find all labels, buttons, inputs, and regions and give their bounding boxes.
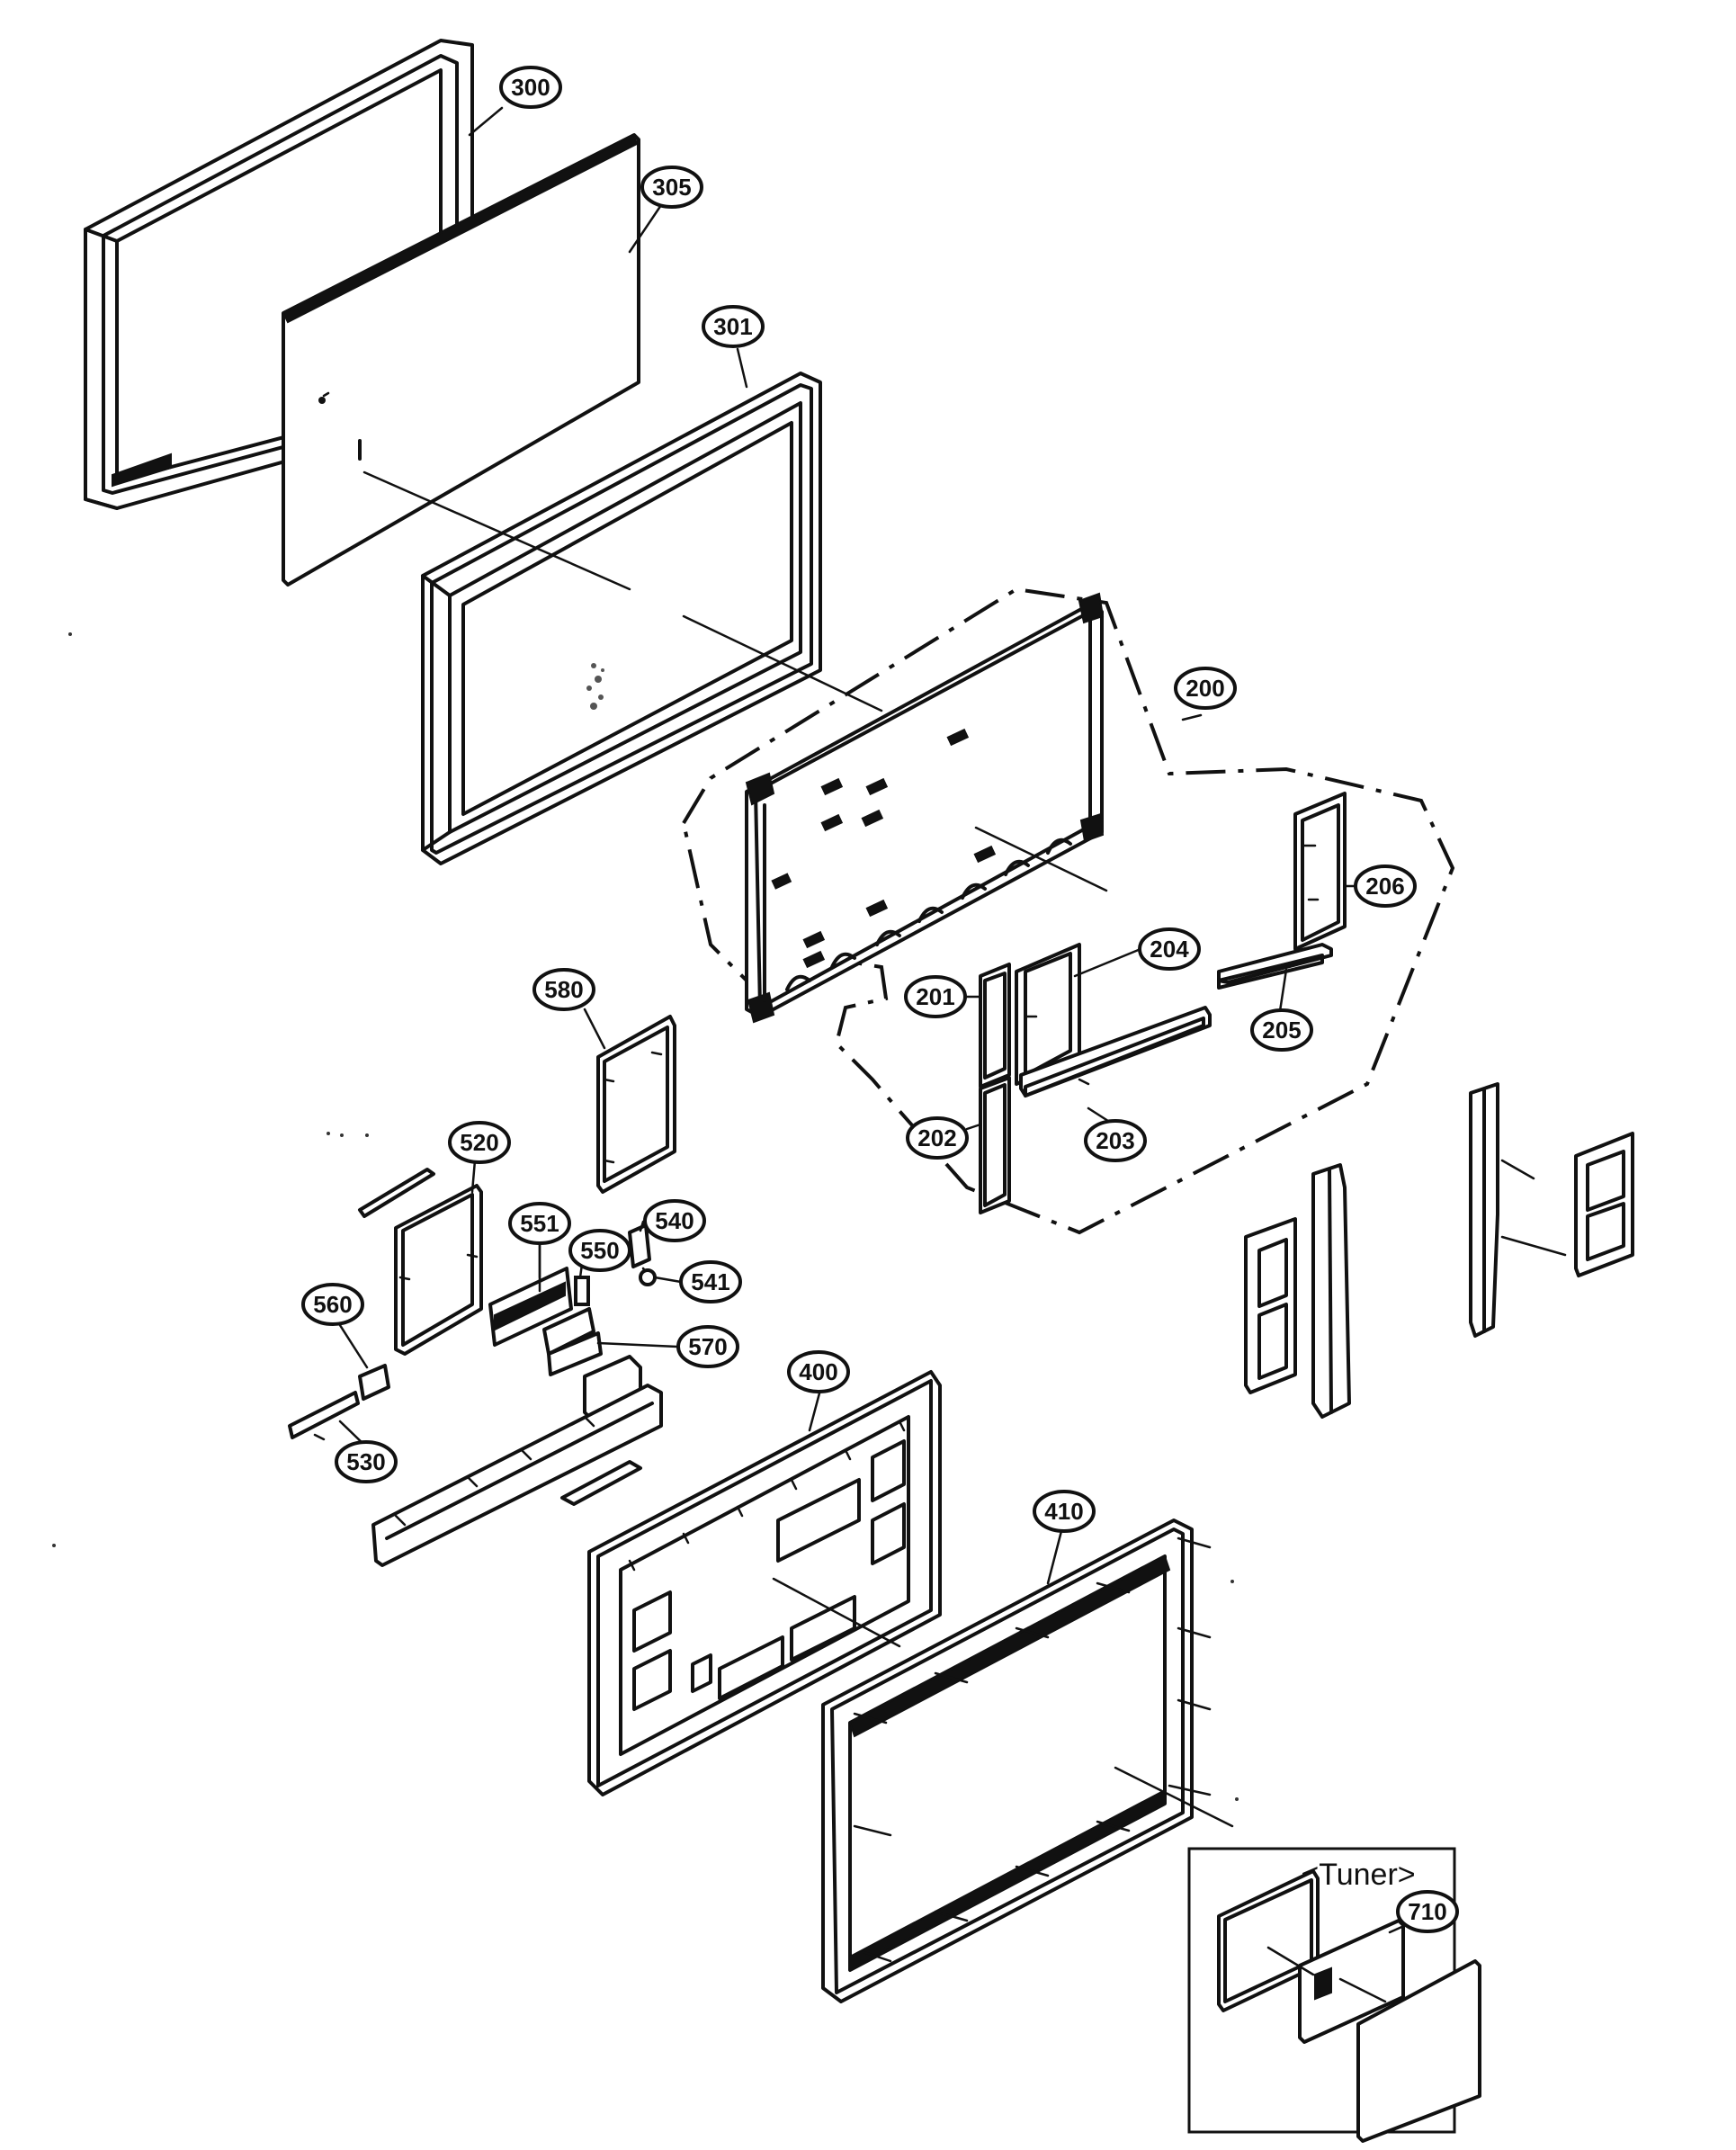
svg-text:541: 541	[691, 1268, 729, 1295]
part-202-board	[979, 1076, 1011, 1214]
callout-530: 530	[335, 1440, 398, 1483]
svg-text:410: 410	[1044, 1498, 1083, 1525]
part-520-board	[358, 1168, 483, 1356]
group-200-boundary	[682, 587, 1455, 1235]
inset-title: <Tuner>	[1301, 1858, 1415, 1892]
part-410-rear-cover	[821, 1518, 1234, 2003]
callout-560: 560	[301, 1283, 364, 1326]
part-side-brackets-right	[1244, 1082, 1634, 1419]
callout-540: 540	[643, 1199, 706, 1242]
part-541-screw	[639, 1268, 657, 1286]
callout-205: 205	[1250, 1008, 1313, 1052]
svg-text:551: 551	[520, 1210, 559, 1237]
callout-551: 551	[508, 1202, 571, 1245]
callout-305: 305	[640, 166, 703, 209]
svg-text:570: 570	[688, 1333, 727, 1360]
callout-300: 300	[499, 66, 562, 109]
part-205-strip	[1217, 943, 1333, 990]
svg-text:203: 203	[1096, 1127, 1134, 1154]
callout-410: 410	[1033, 1490, 1096, 1533]
callout-204: 204	[1138, 927, 1201, 971]
svg-text:530: 530	[346, 1448, 385, 1475]
callout-203: 203	[1084, 1119, 1147, 1162]
svg-text:300: 300	[511, 74, 550, 101]
callout-710: 710	[1396, 1890, 1459, 1933]
callout-570: 570	[676, 1325, 739, 1368]
callouts: 300 305 301 200 206 204 201 205 202 203 …	[301, 66, 1459, 1933]
svg-text:205: 205	[1262, 1017, 1301, 1044]
part-540-part	[628, 1223, 651, 1277]
callout-541: 541	[679, 1260, 742, 1303]
callout-200: 200	[1174, 667, 1237, 710]
callout-550: 550	[568, 1229, 631, 1272]
svg-text:400: 400	[799, 1358, 837, 1385]
part-550-connector	[542, 1276, 595, 1356]
svg-text:206: 206	[1365, 873, 1404, 900]
tuner-inset: <Tuner>	[1187, 1847, 1481, 2143]
part-305-filter-glass	[282, 133, 640, 587]
svg-text:204: 204	[1150, 936, 1189, 963]
svg-text:540: 540	[655, 1207, 694, 1234]
callout-201: 201	[904, 975, 967, 1018]
svg-text:201: 201	[916, 983, 954, 1010]
callout-520: 520	[448, 1121, 511, 1164]
part-560-part	[358, 1364, 390, 1401]
svg-text:301: 301	[713, 313, 752, 340]
svg-text:580: 580	[544, 976, 583, 1003]
callout-400: 400	[787, 1350, 850, 1393]
svg-text:560: 560	[313, 1291, 352, 1318]
part-203-strip	[1019, 1006, 1212, 1097]
callout-301: 301	[702, 305, 765, 348]
part-201-board	[979, 963, 1011, 1088]
svg-text:202: 202	[917, 1124, 956, 1151]
svg-text:520: 520	[460, 1129, 498, 1156]
svg-text:305: 305	[652, 174, 691, 201]
svg-text:200: 200	[1186, 675, 1224, 702]
part-400-rear-cabinet	[587, 1370, 946, 1796]
part-206-board	[1293, 792, 1347, 951]
svg-text:710: 710	[1408, 1898, 1446, 1925]
callout-202: 202	[906, 1116, 969, 1160]
callout-206: 206	[1354, 864, 1417, 908]
callout-580: 580	[532, 968, 595, 1011]
part-lower-bracket	[371, 1384, 663, 1567]
part-200-pdp-panel	[745, 592, 1108, 1024]
part-530-plate	[288, 1391, 360, 1441]
part-580-board	[596, 1015, 676, 1194]
scan-specks	[52, 632, 1239, 1801]
part-301-front-frame	[421, 372, 822, 865]
svg-text:550: 550	[580, 1237, 619, 1264]
